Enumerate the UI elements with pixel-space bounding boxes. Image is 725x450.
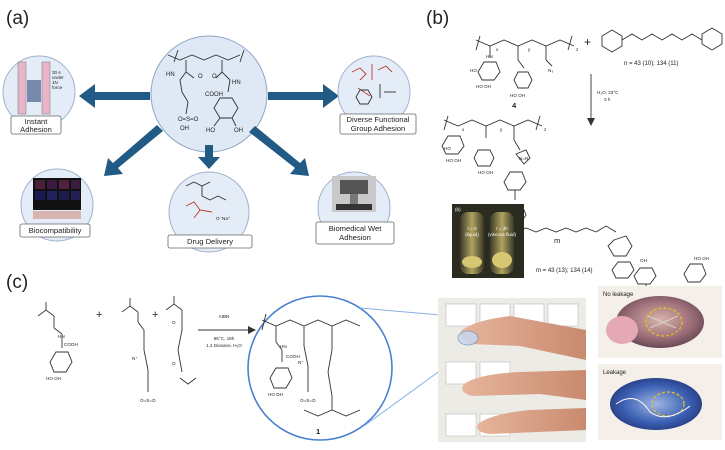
svg-text:z: z — [576, 47, 579, 52]
polymer-4-structure — [475, 35, 575, 89]
arrows-a — [79, 84, 339, 176]
svg-text:HO OH: HO OH — [510, 93, 525, 98]
arrow-left — [79, 84, 150, 108]
n-text: n = 43 (10); 134 (11) — [624, 61, 678, 67]
svg-text:HO: HO — [444, 146, 451, 151]
plus-sign-c2: + — [152, 309, 158, 321]
svg-text:N=N: N=N — [519, 156, 528, 161]
svg-text:HO: HO — [206, 128, 215, 134]
svg-text:O=S=O: O=S=O — [140, 398, 156, 403]
svg-text:x: x — [496, 47, 499, 52]
svg-text:O: O — [172, 361, 176, 366]
panel-b: (b) HN HO HO OH HO OH N₃ 4 x y z + n = 4… — [426, 8, 723, 304]
reagent-label: AIBN — [219, 314, 230, 319]
compound-4-label: 4 — [512, 101, 517, 110]
svg-text:HO OH: HO OH — [478, 170, 493, 175]
svg-text:x: x — [462, 127, 465, 132]
monomers-structure — [37, 296, 197, 392]
svg-text:O: O — [198, 74, 203, 80]
svg-text:HO OH: HO OH — [694, 256, 709, 261]
svg-text:OH: OH — [640, 258, 647, 263]
compound-1-label: 1 — [316, 427, 321, 436]
svg-text:HN: HN — [232, 80, 241, 86]
panel-b-letter: (b) — [426, 8, 449, 29]
svg-text:HO OH: HO OH — [446, 158, 461, 163]
polymer-1-structure — [261, 313, 361, 417]
svg-text:N₃: N₃ — [548, 68, 553, 73]
label-drug-delivery: Drug Delivery — [187, 237, 233, 246]
tissue-leakage-photo: Leakage — [598, 364, 722, 440]
svg-text:HO: HO — [470, 68, 477, 73]
vial-left-label: t = 0(liquid) — [465, 226, 479, 237]
drug-delivery-node: O⁻Na⁺ Drug Delivery — [167, 171, 253, 253]
svg-text:COOH: COOH — [286, 354, 300, 359]
hand-adhesion-photo — [438, 298, 586, 442]
plus-sign-c1: + — [96, 309, 102, 321]
svg-text:y: y — [528, 47, 531, 52]
arrow-down — [198, 145, 220, 169]
svg-text:O=S=O: O=S=O — [300, 398, 316, 403]
vial-inset-letter: (b) — [455, 207, 461, 212]
svg-text:N⁺: N⁺ — [298, 360, 304, 365]
svg-text:HN: HN — [166, 72, 175, 78]
m-text: m = 43 (13); 134 (14) — [536, 268, 593, 274]
vial-photo-inset: (b) t = 0(liquid) t = 3h(viscous fluid) — [452, 204, 524, 278]
svg-text:O⁻Na⁺: O⁻Na⁺ — [216, 216, 231, 221]
svg-text:y: y — [500, 127, 503, 132]
m-label: m — [554, 236, 560, 245]
svg-text:COOH: COOH — [205, 92, 223, 98]
svg-text:O=S=O: O=S=O — [178, 117, 199, 123]
svg-text:O: O — [212, 74, 217, 80]
svg-text:HO OH: HO OH — [268, 392, 283, 397]
biocompat-node: Biocompatibility — [19, 168, 94, 242]
arrow-right — [268, 84, 339, 108]
svg-text:N⁺: N⁺ — [132, 356, 138, 361]
svg-text:O: O — [172, 320, 176, 325]
svg-text:OH: OH — [180, 126, 189, 132]
plus-sign-b: + — [584, 35, 591, 49]
tissue-no-leakage-photo: No leakage — [598, 286, 722, 358]
label-biocompatibility: Biocompatibility — [29, 226, 82, 235]
svg-text:HN: HN — [58, 334, 65, 339]
svg-text:COOH: COOH — [64, 342, 78, 347]
svg-text:z: z — [544, 127, 547, 132]
svg-text:HN: HN — [280, 344, 287, 349]
polymer-zoom-circle — [247, 295, 393, 441]
peg-reagent-structure — [601, 27, 723, 53]
vial-right-label: t = 3h(viscous fluid) — [488, 226, 517, 237]
panel-a-letter: (a) — [6, 8, 29, 29]
leakage-label: Leakage — [603, 370, 627, 376]
panel-c-letter: (c) — [6, 272, 28, 293]
panel-c: (c) HN COOH HO OH N⁺ O=S=O O O + + — [6, 272, 722, 442]
svg-text:HN: HN — [486, 54, 493, 59]
arrow-down-right — [249, 126, 309, 176]
arrow-down-left — [104, 125, 163, 176]
svg-text:OH: OH — [234, 128, 243, 134]
no-leakage-label: No leakage — [603, 292, 634, 298]
svg-text:HO OH: HO OH — [476, 84, 491, 89]
panel-a: (a) HN O O=S=O OH O HN COOH HO OH — [2, 8, 417, 253]
svg-text:HO OH: HO OH — [46, 376, 61, 381]
center-polymer-structure — [167, 49, 245, 127]
